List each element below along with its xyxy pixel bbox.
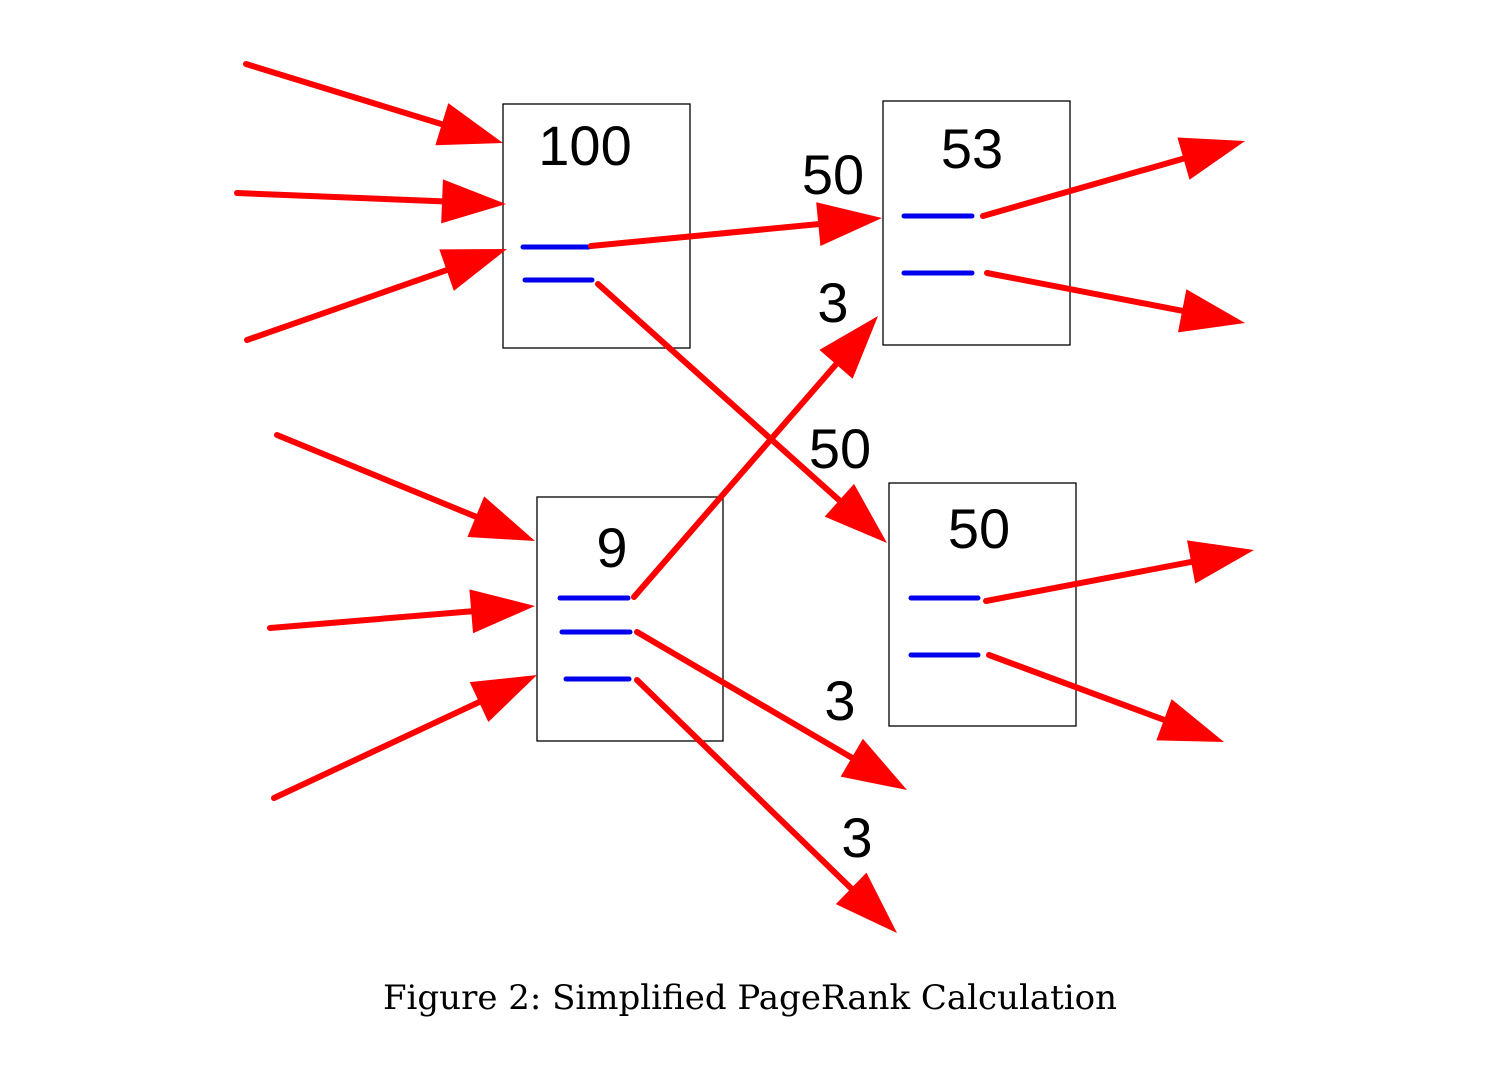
arrow-head bbox=[439, 249, 507, 291]
arrow-head bbox=[441, 179, 506, 224]
page-box bbox=[882, 100, 1071, 346]
node-page-a: 100 bbox=[502, 103, 691, 349]
outgoing-arrow bbox=[980, 137, 1245, 219]
edge-arrow-c-out bbox=[634, 629, 907, 790]
arrow-head bbox=[1156, 699, 1224, 742]
arrow-head bbox=[1187, 540, 1254, 584]
arrow-shaft bbox=[631, 358, 842, 600]
edge-label-c-to-b: 3 bbox=[817, 271, 848, 334]
node-page-b: 53 bbox=[882, 100, 1071, 346]
arrow-shaft bbox=[634, 677, 857, 895]
arrow-head bbox=[835, 872, 897, 933]
arrow-shaft bbox=[243, 61, 449, 129]
edge-label-a-to-b: 50 bbox=[802, 143, 864, 206]
edge-label-c-out-1: 3 bbox=[824, 669, 855, 732]
incoming-arrow bbox=[274, 432, 535, 541]
outgoing-arrow bbox=[986, 652, 1224, 742]
arrow-shaft bbox=[983, 558, 1199, 604]
page-rank-value: 9 bbox=[596, 516, 627, 579]
arrow-head bbox=[469, 675, 537, 723]
incoming-arrow bbox=[271, 675, 537, 801]
edge-arrow-c-out bbox=[634, 677, 897, 933]
arrows-layer bbox=[234, 61, 1254, 933]
incoming-arrow bbox=[267, 589, 535, 634]
arrow-head bbox=[1177, 137, 1245, 180]
arrow-head bbox=[435, 103, 503, 146]
arrow-shaft bbox=[234, 190, 450, 205]
arrow-shaft bbox=[244, 265, 454, 343]
arrow-head bbox=[1177, 289, 1245, 333]
node-page-c: 9 bbox=[536, 496, 724, 742]
arrow-head bbox=[819, 316, 878, 379]
arrow-shaft bbox=[595, 281, 846, 506]
arrow-shaft bbox=[634, 629, 859, 763]
page-box bbox=[536, 496, 724, 742]
page-box bbox=[502, 103, 691, 349]
arrow-shaft bbox=[980, 154, 1191, 219]
node-page-d: 50 bbox=[888, 482, 1077, 727]
edge-arrow-a-to-d bbox=[595, 281, 887, 543]
arrow-shaft bbox=[588, 220, 826, 249]
arrow-head bbox=[467, 496, 535, 541]
arrow-head bbox=[824, 483, 887, 543]
edge-arrow-a-to-b bbox=[588, 202, 882, 249]
figure-caption: Figure 2: Simplified PageRank Calculatio… bbox=[382, 978, 1118, 1018]
page-rank-value: 50 bbox=[948, 497, 1010, 560]
outgoing-arrow bbox=[984, 270, 1245, 333]
arrow-shaft bbox=[271, 697, 486, 801]
incoming-arrow bbox=[234, 179, 506, 224]
incoming-arrow bbox=[244, 249, 507, 343]
arrow-shaft bbox=[984, 270, 1190, 315]
outgoing-arrow bbox=[983, 540, 1254, 604]
edge-label-c-out-2: 3 bbox=[841, 806, 872, 869]
edge-arrow-c-to-b bbox=[631, 316, 878, 600]
page-box bbox=[888, 482, 1077, 727]
page-rank-value: 100 bbox=[538, 114, 631, 177]
edge-label-a-to-d: 50 bbox=[809, 417, 871, 480]
arrow-shaft bbox=[986, 652, 1171, 725]
arrow-head bbox=[840, 738, 907, 790]
arrow-head bbox=[469, 589, 535, 634]
arrow-shaft bbox=[267, 607, 479, 631]
incoming-arrow bbox=[243, 61, 503, 146]
arrow-head bbox=[816, 202, 882, 247]
arrow-shaft bbox=[274, 432, 483, 522]
page-rank-value: 53 bbox=[941, 117, 1003, 180]
